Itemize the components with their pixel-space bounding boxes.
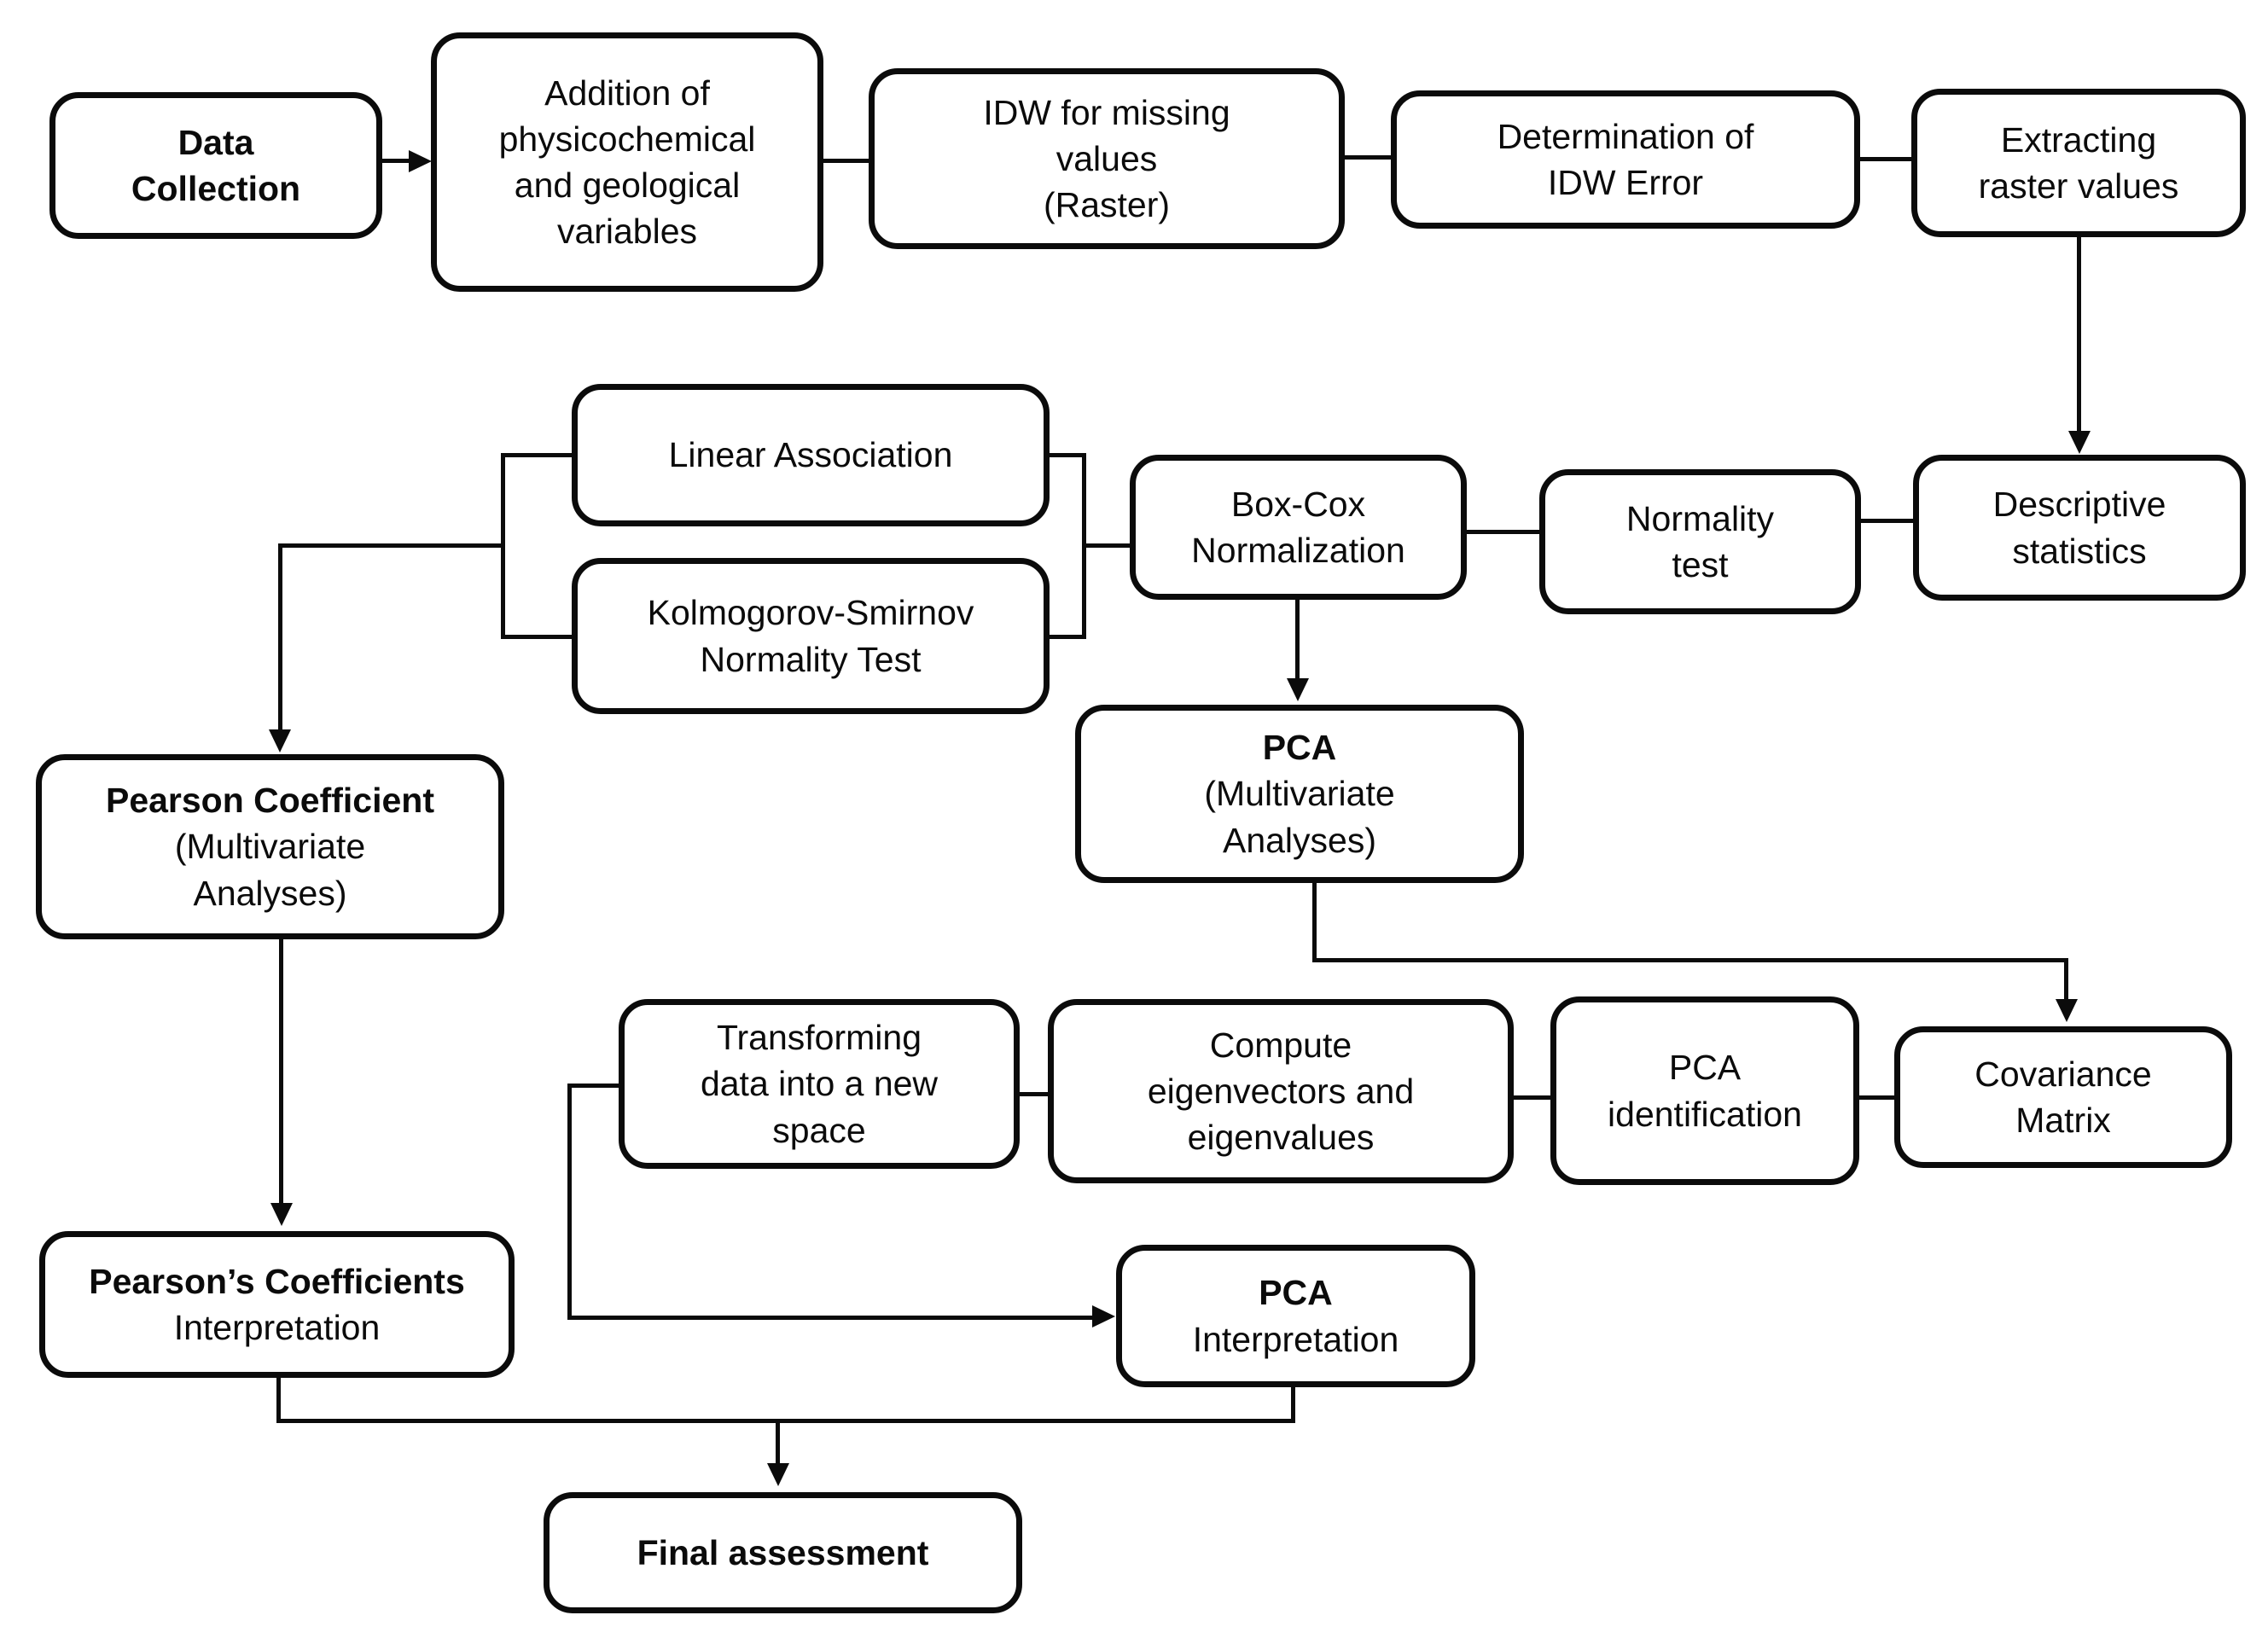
node-extracting-raster: Extracting raster values (1911, 89, 2246, 237)
edge-bracket-boxcox-line (1082, 543, 1131, 548)
bracket-left-vertical (501, 453, 505, 639)
edge-pearson-interpretation-line (279, 937, 283, 1206)
edge-boxcox-pca-line (1295, 598, 1300, 680)
node-body: Linear Association (668, 435, 953, 475)
node-body: Normality test (1625, 498, 1775, 584)
edge-bracket-pearson-arrowhead (269, 729, 291, 752)
node-title: PCA (1259, 1273, 1333, 1313)
edge-bracket-pearson-horizontal (278, 543, 503, 548)
node-covariance-matrix: Covariance Matrix (1894, 1026, 2232, 1168)
node-transforming-data: Transforming data into a new space (619, 999, 1020, 1169)
edge-datacollection-addition-line (381, 159, 412, 163)
node-title: Data Collection (131, 122, 301, 208)
edge-datacollection-addition-arrowhead (409, 150, 432, 172)
node-boxcox-normalization: Box-Cox Normalization (1130, 455, 1467, 600)
node-body: Determination of IDW Error (1497, 116, 1754, 202)
edge-pca-covariance-horizontal (1312, 958, 2068, 962)
node-body: Interpretation (1192, 1319, 1399, 1359)
node-normality-test: Normality test (1539, 469, 1861, 614)
node-title: Final assessment (637, 1532, 929, 1572)
edge-descriptive-normality-line (1858, 519, 1915, 523)
edge-pcainterp-join-stub (1291, 1385, 1295, 1423)
node-body: Box-Cox Normalization (1191, 484, 1405, 570)
edge-join-horizontal (276, 1419, 1295, 1423)
edge-transforming-pcainterp-horizontal (567, 1316, 1094, 1320)
edge-transforming-pcainterp-vertical (567, 1084, 572, 1320)
node-title: Pearson Coefficient (105, 781, 435, 821)
edge-join-final-arrowhead (767, 1463, 789, 1486)
edge-bracket-pearson-vertical (278, 543, 282, 733)
bracket-left-top-stub (503, 453, 573, 457)
node-final-assessment: Final assessment (544, 1492, 1022, 1613)
edge-normality-boxcox-line (1464, 530, 1541, 534)
node-pca-interpretation: PCA Interpretation (1116, 1245, 1475, 1387)
node-body: Extracting raster values (1978, 119, 2179, 206)
edge-pca-covariance-stub (1312, 880, 1317, 962)
node-body: (Multivariate Analyses) (1204, 774, 1395, 860)
bracket-right-top-stub (1048, 453, 1086, 457)
edge-transforming-pcainterp-arrowhead (1092, 1305, 1115, 1328)
node-idw-missing-values: IDW for missing values (Raster) (869, 68, 1345, 249)
node-title: Pearson’s Coefficients (89, 1261, 465, 1301)
node-kolmogorov-smirnov: Kolmogorov-Smirnov Normality Test (572, 558, 1050, 714)
bracket-right-bottom-stub (1048, 635, 1086, 639)
edge-extracting-descriptive-line (2077, 236, 2081, 433)
edge-pca-covariance-vertical (2064, 958, 2068, 1002)
edge-extracting-descriptive-arrowhead (2068, 431, 2091, 454)
node-body: PCA identification (1608, 1048, 1802, 1134)
node-body: Addition of physicochemical and geologic… (498, 73, 756, 252)
edge-determination-extracting-line (1858, 157, 1913, 161)
node-body: Interpretation (173, 1308, 381, 1347)
edge-compute-pcaidentification-line (1511, 1095, 1552, 1100)
node-idw-error: Determination of IDW Error (1391, 90, 1860, 229)
node-title: PCA (1262, 728, 1337, 768)
node-body: Descriptive statistics (1992, 485, 2166, 571)
node-body: Compute eigenvectors and eigenvalues (1147, 1025, 1415, 1158)
edge-transforming-compute-line (1018, 1092, 1050, 1096)
edge-idw-determination-line (1343, 155, 1393, 160)
edge-transforming-pcainterp-stub (567, 1084, 620, 1088)
edge-join-final-line (776, 1419, 780, 1467)
node-addition-variables: Addition of physicochemical and geologic… (431, 32, 823, 292)
edge-pca-covariance-arrowhead (2056, 999, 2078, 1022)
node-body: Covariance Matrix (1974, 1054, 2152, 1140)
edge-pearson-interpretation-arrowhead (270, 1203, 293, 1226)
node-body: IDW for missing values (Raster) (983, 92, 1230, 225)
edge-boxcox-pca-arrowhead (1287, 678, 1309, 701)
node-pca-identification: PCA identification (1550, 996, 1859, 1185)
node-body: Kolmogorov-Smirnov Normality Test (647, 593, 974, 679)
node-data-collection: Data Collection (49, 92, 382, 239)
node-pearson-coefficient: Pearson Coefficient (Multivariate Analyse… (36, 754, 504, 939)
node-body: Transforming data into a new space (700, 1018, 939, 1150)
node-pca-multivariate: PCA (Multivariate Analyses) (1075, 705, 1524, 883)
edge-addition-idw-line (821, 159, 870, 163)
edge-pearsonsinterp-join-stub (276, 1375, 281, 1423)
node-linear-association: Linear Association (572, 384, 1050, 526)
edge-pcaidentification-covariance-line (1857, 1095, 1896, 1100)
node-compute-eigenvectors: Compute eigenvectors and eigenvalues (1048, 999, 1514, 1183)
bracket-left-bottom-stub (503, 635, 573, 639)
node-body: (Multivariate Analyses) (174, 827, 366, 913)
node-descriptive-statistics: Descriptive statistics (1913, 455, 2246, 601)
